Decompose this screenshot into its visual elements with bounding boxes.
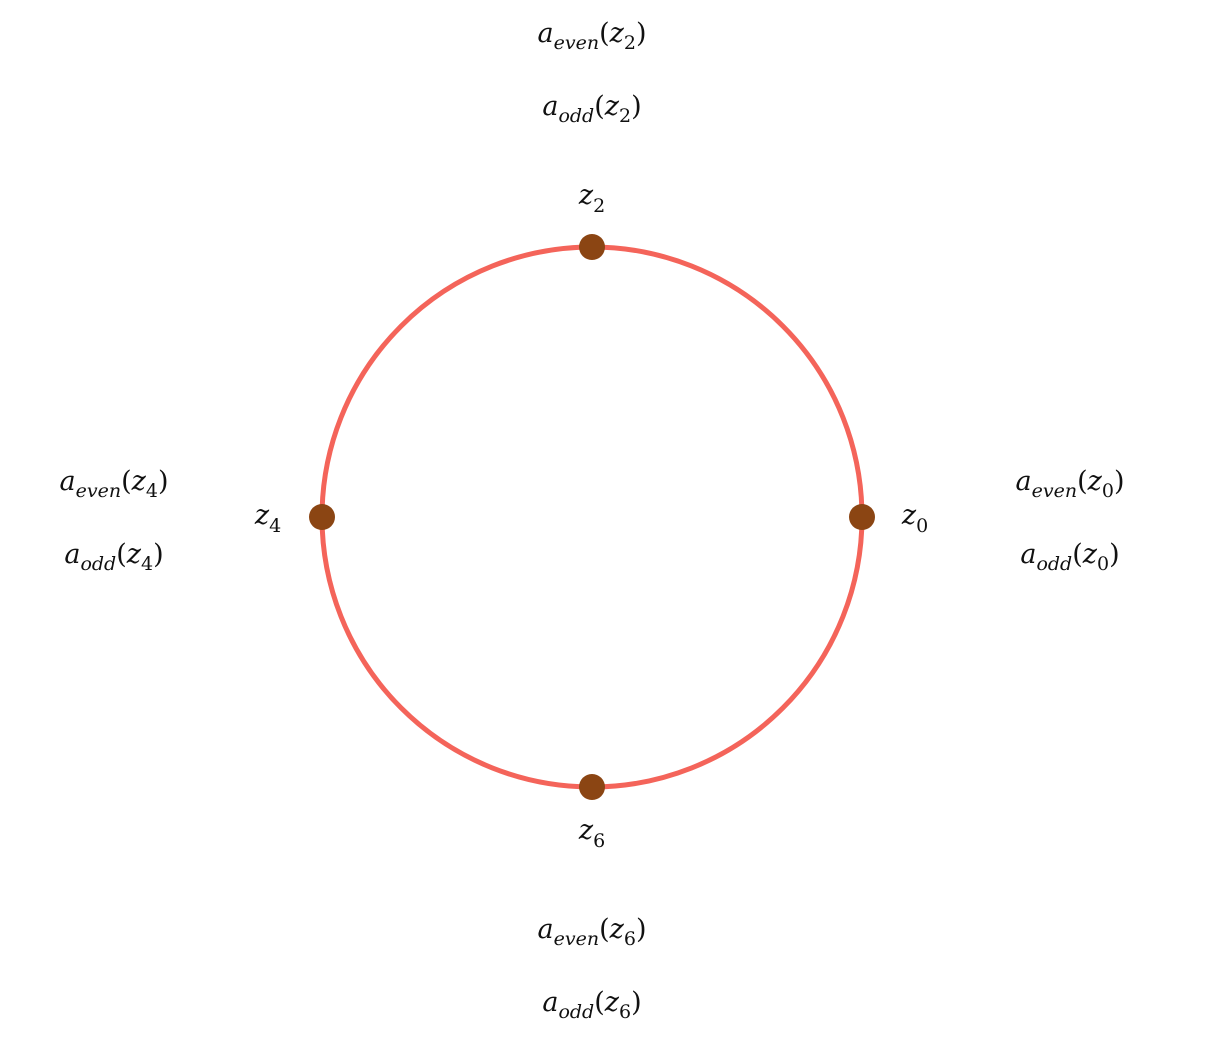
eval-even-z2: aeven(z2) bbox=[538, 18, 647, 54]
eval-even-z6: aeven(z6) bbox=[538, 914, 647, 950]
eval-even-z4: aeven(z4) bbox=[60, 466, 169, 502]
point-z0 bbox=[849, 504, 875, 530]
point-z2 bbox=[579, 234, 605, 260]
eval-odd-z0: aodd(z0) bbox=[1020, 539, 1119, 575]
eval-even-z0: aeven(z0) bbox=[1016, 466, 1125, 502]
label-z2: z2 bbox=[578, 180, 605, 217]
label-z6: z6 bbox=[578, 815, 605, 852]
unit-circle bbox=[319, 244, 865, 790]
eval-odd-z4: aodd(z4) bbox=[64, 539, 163, 575]
label-z4: z4 bbox=[254, 500, 281, 537]
eval-odd-z2: aodd(z2) bbox=[542, 91, 641, 127]
point-z6 bbox=[579, 774, 605, 800]
point-z4 bbox=[309, 504, 335, 530]
eval-odd-z6: aodd(z6) bbox=[542, 987, 641, 1023]
label-z0: z0 bbox=[901, 500, 928, 537]
